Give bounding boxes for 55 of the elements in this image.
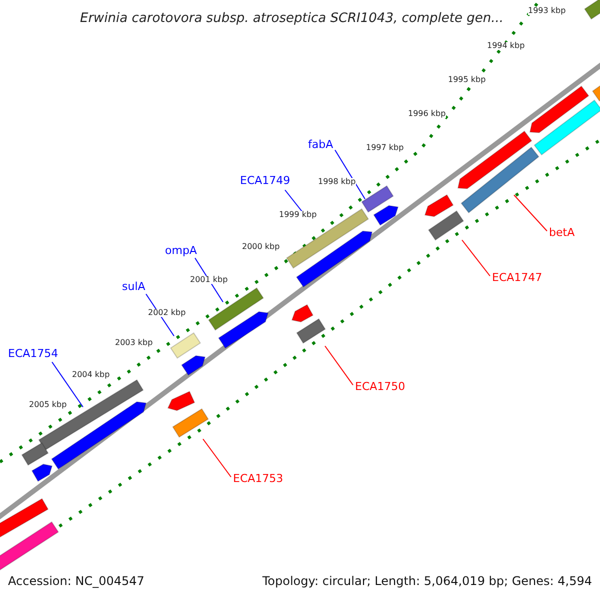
gene-bar (291, 304, 314, 322)
gene-bar (51, 401, 147, 470)
tick-label: 2004 kbp (72, 371, 110, 379)
gene-bar (21, 442, 49, 466)
gene-label: ECA1750 (355, 381, 406, 392)
gene-bar (584, 0, 600, 20)
gene-bar (424, 194, 454, 218)
gene-label: ompA (165, 245, 197, 256)
gene-bar (460, 146, 540, 214)
leader-line (334, 150, 366, 200)
footer-text: Topology: circular; Length: 5,064,019 bp; Genes: 4,594 (262, 575, 592, 587)
gene-label: ECA1747 (492, 272, 542, 283)
gene-bar (428, 210, 464, 241)
tick-label: 1997 kbp (366, 144, 404, 152)
gene-label: fabA (308, 139, 334, 150)
gene-bar (373, 205, 399, 226)
tick-label: 1998 kbp (318, 178, 356, 186)
footer-text: Accession: NC_004547 (8, 575, 144, 587)
gene-bar (0, 498, 49, 539)
gene-bar (361, 185, 394, 213)
leader-line (202, 438, 232, 478)
gene-bar (534, 100, 600, 156)
tick-label: 1994 kbp (487, 42, 525, 50)
tick-label: 1999 kbp (279, 211, 317, 219)
gene-bar (218, 311, 269, 349)
gene-bar (181, 355, 206, 376)
map-title: Erwinia carotovora subsp. atroseptica SCRI1043, complete gen... (80, 12, 504, 25)
gene-bar (31, 464, 53, 482)
gene-bar (208, 287, 264, 331)
gene-label: sulA (122, 281, 146, 292)
gene-bar (172, 408, 209, 438)
tick-label: 2001 kbp (190, 276, 228, 284)
leader-line (324, 346, 354, 386)
tick-label: 2002 kbp (148, 309, 186, 317)
gene-bar (592, 83, 600, 102)
leader-line (462, 240, 490, 276)
tick-label: 1995 kbp (448, 76, 486, 84)
tick-label: 1993 kbp (528, 7, 566, 15)
leader-line (52, 362, 84, 408)
gene-label: ECA1749 (240, 175, 290, 186)
leader-line (514, 194, 548, 232)
tick-label: 2005 kbp (29, 401, 67, 409)
gene-bar (529, 86, 590, 134)
gene-bar (296, 230, 373, 288)
gene-bar (167, 390, 196, 412)
tick-label: 2000 kbp (242, 243, 280, 251)
gene-label: betA (549, 227, 575, 238)
gene-bar (457, 130, 532, 190)
gene-label: ECA1754 (8, 348, 58, 359)
gene-bar (0, 521, 59, 572)
gene-bar (170, 332, 201, 359)
tick-label: 1996 kbp (408, 110, 446, 118)
tick-label: 2003 kbp (115, 339, 153, 347)
gene-bar (296, 318, 326, 344)
gene-label: ECA1753 (233, 473, 284, 484)
